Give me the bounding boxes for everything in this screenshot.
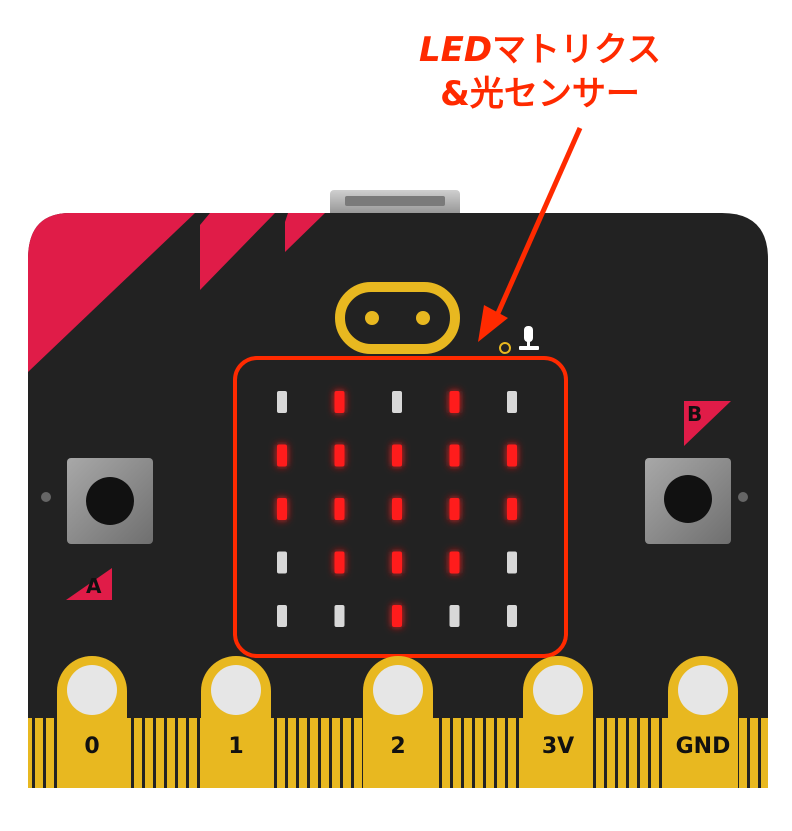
edge-finger-gap [747, 718, 750, 788]
led-off [449, 605, 460, 627]
led-on [334, 391, 345, 413]
led-on [392, 605, 402, 627]
led-on [277, 498, 287, 520]
led-on [449, 444, 460, 467]
callout-line1-en: LED [418, 30, 493, 70]
edge-finger-gap [626, 718, 629, 788]
button-b-indicator [738, 492, 748, 502]
edge-finger-gap [604, 718, 607, 788]
led-on [392, 444, 402, 467]
button-a-label: A [86, 574, 102, 598]
edge-finger-gap [142, 718, 145, 788]
edge-finger-gap [54, 718, 57, 788]
edge-finger-gap [164, 718, 167, 788]
touch-logo-icon [335, 282, 460, 354]
edge-finger-gap [439, 718, 442, 788]
edge-finger-gap [494, 718, 497, 788]
edge-finger-gap [472, 718, 475, 788]
button-b-label-flag [684, 401, 731, 446]
led-on [507, 444, 517, 467]
button-a-indicator [41, 492, 51, 502]
edge-finger-gap [296, 718, 299, 788]
pin-label-2: 2 [390, 734, 406, 759]
button-b-label: B [687, 402, 703, 426]
pin-hole [373, 665, 423, 715]
led-on [449, 551, 460, 574]
led-on [449, 391, 460, 413]
edge-finger-gap [274, 718, 277, 788]
usb-connector [330, 190, 460, 218]
led-on [334, 551, 345, 574]
edge-finger-gap [450, 718, 453, 788]
led-off [334, 605, 345, 627]
pin-hole [533, 665, 583, 715]
edge-finger-gap [758, 718, 761, 788]
edge-finger-gap [659, 718, 662, 788]
pin-label-1: 1 [228, 734, 244, 759]
edge-finger-gap [340, 718, 343, 788]
button-a-label-flag [66, 568, 112, 600]
led-off [277, 391, 287, 413]
edge-finger-gap [285, 718, 288, 788]
led-off [507, 391, 517, 413]
red-accent [28, 213, 325, 372]
pin-pads [57, 656, 738, 788]
edge-finger-gap [461, 718, 464, 788]
edge-finger-gap [648, 718, 651, 788]
microphone-icon [519, 326, 539, 350]
edge-finger-gap [175, 718, 178, 788]
pin-hole [678, 665, 728, 715]
callout-line2: &光センサー [440, 74, 640, 114]
callout-arrow [478, 126, 583, 342]
pin-hole [211, 665, 261, 715]
edge-finger-gap [307, 718, 310, 788]
led-off [392, 391, 402, 413]
led-matrix-highlight [233, 356, 568, 658]
pin-label-0: 0 [84, 734, 100, 759]
edge-finger-gap [318, 718, 321, 788]
led-on [449, 498, 460, 520]
callout-label: LEDマトリクス &光センサー [380, 28, 700, 116]
edge-finger-gap [329, 718, 332, 788]
led-on [392, 498, 402, 520]
edge-finger-gap [637, 718, 640, 788]
led-matrix [277, 391, 517, 627]
edge-finger-gap [197, 718, 200, 788]
led-indicator-icon [499, 342, 511, 354]
edge-finger-gap [153, 718, 156, 788]
led-off [277, 551, 287, 574]
button-b[interactable] [645, 458, 731, 544]
edge-finger-gap [505, 718, 508, 788]
pin-label-gnd: GND [675, 734, 731, 759]
pin-hole [67, 665, 117, 715]
edge-finger-gap [516, 718, 519, 788]
led-off [277, 605, 287, 627]
led-off [507, 605, 517, 627]
led-on [277, 444, 287, 467]
edge-finger-gap [186, 718, 189, 788]
edge-finger-gap [351, 718, 354, 788]
edge-finger-gap [615, 718, 618, 788]
led-on [392, 551, 402, 574]
edge-finger-gap [593, 718, 596, 788]
edge-finger-gap [483, 718, 486, 788]
edge-finger-gap [131, 718, 134, 788]
button-a[interactable] [67, 458, 153, 544]
edge-finger-gap [43, 718, 46, 788]
led-on [507, 498, 517, 520]
led-off [507, 551, 517, 574]
led-on [334, 498, 345, 520]
edge-finger-gap [32, 718, 35, 788]
led-on [334, 444, 345, 467]
callout-line1-jp: マトリクス [492, 30, 662, 70]
pin-label-3v: 3V [541, 734, 575, 759]
